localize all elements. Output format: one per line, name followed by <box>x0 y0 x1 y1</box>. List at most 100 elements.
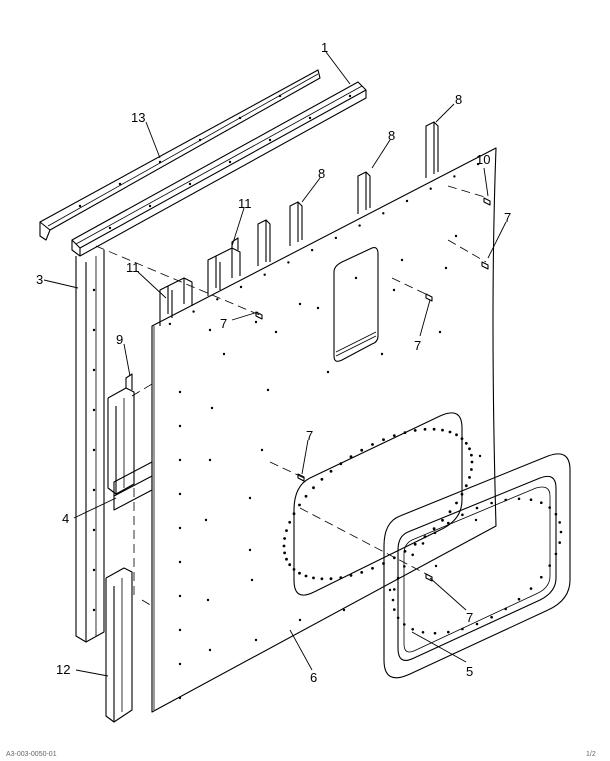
rivet-hole <box>461 627 464 631</box>
rivet-hole <box>349 455 353 459</box>
rivet-hole <box>393 588 396 591</box>
rivet-hole <box>178 628 182 632</box>
rivet-hole <box>448 510 452 514</box>
rivet-hole <box>178 390 182 394</box>
rivet-hole <box>339 462 343 466</box>
rivet-hole <box>517 597 521 601</box>
rivet-hole <box>470 468 473 471</box>
rivet-hole <box>239 285 243 289</box>
rivet-hole <box>178 696 182 700</box>
rivet-hole <box>192 310 195 313</box>
rivet-hole <box>403 431 407 434</box>
callout-7-upper-right: 7 <box>504 210 511 225</box>
rivet-hole <box>529 587 533 590</box>
rivet-hole <box>474 518 478 522</box>
figure-id: A3-003-0050-01 <box>6 751 57 758</box>
panel-rivet-pattern <box>168 162 482 700</box>
rivet-hole <box>263 273 266 276</box>
rivet-hole <box>371 443 374 446</box>
rivet-hole <box>285 529 288 532</box>
part-5-window-frame <box>383 453 571 679</box>
rivet-hole <box>517 497 521 501</box>
rivet-hole <box>358 224 361 227</box>
rivet-hole <box>558 541 561 544</box>
callout-11-upper: 11 <box>238 196 252 211</box>
part-11-stiffener-right <box>207 237 241 296</box>
rivet-hole <box>434 564 438 568</box>
rivet-hole <box>282 544 286 548</box>
rivet-hole <box>559 530 563 534</box>
rivet-hole <box>329 469 333 473</box>
rivet-hole <box>490 501 493 505</box>
rivet-hole <box>460 492 464 496</box>
rivet-hole <box>476 162 480 166</box>
callout-6: 6 <box>310 670 317 685</box>
rivet-hole <box>504 607 508 611</box>
rivet-hole <box>464 484 468 488</box>
rivet-hole <box>423 427 427 431</box>
callout-13: 13 <box>131 110 145 125</box>
rivet-hole <box>178 594 182 598</box>
rivet-hole <box>396 576 400 580</box>
rivet-hole <box>468 476 471 479</box>
rivet-hole <box>441 518 444 522</box>
rivet-hole <box>455 501 458 505</box>
rivet-hole <box>312 576 315 580</box>
rivet-hole <box>360 448 364 452</box>
rivet-hole <box>447 521 450 525</box>
rivet-hole <box>342 608 346 612</box>
rivet-hole <box>554 512 558 516</box>
callout-7-center: 7 <box>414 338 421 353</box>
rivet-hole <box>178 560 182 564</box>
rivet-hole <box>540 575 543 579</box>
rivet-hole <box>421 542 425 545</box>
rivet-hole <box>475 506 479 510</box>
part-11-stiffener-left <box>159 277 193 326</box>
rivet-hole <box>411 553 415 557</box>
rivet-hole <box>320 577 324 581</box>
fasteners <box>255 197 491 582</box>
callout-1: 1 <box>321 40 328 55</box>
callout-3: 3 <box>36 272 43 287</box>
rivet-hole <box>216 298 219 301</box>
rivet-hole <box>298 302 302 306</box>
rivet-hole <box>393 608 396 611</box>
part-3-left-post <box>75 250 105 643</box>
rivet-hole <box>208 458 212 462</box>
rivet-hole <box>403 565 406 568</box>
rivet-hole <box>468 447 471 451</box>
rivet-hole <box>400 258 404 262</box>
rivet-hole <box>312 486 315 490</box>
part-8-clip-3 <box>425 121 439 178</box>
upper-window-cutout <box>333 247 379 362</box>
page-mark: 1/2 <box>586 751 596 758</box>
rivet-hole <box>455 433 458 437</box>
rivet-hole <box>433 631 437 635</box>
rivet-hole <box>329 577 333 581</box>
rivet-hole <box>548 506 551 509</box>
rivet-hole <box>222 352 226 356</box>
part-4-cross-channel <box>113 461 153 511</box>
rivet-hole <box>470 460 474 464</box>
rivet-hole <box>283 537 286 540</box>
callout-8-middle: 8 <box>388 128 395 143</box>
rivet-hole <box>392 434 396 437</box>
callout-9: 9 <box>116 332 123 347</box>
rivet-hole <box>478 454 482 458</box>
rivet-hole <box>354 276 358 280</box>
rivet-hole <box>178 492 182 496</box>
rivet-hole <box>470 453 473 457</box>
rivet-hole <box>274 330 278 334</box>
rivet-hole <box>453 175 456 178</box>
part-9-vertical-channel <box>107 373 135 495</box>
rivet-hole <box>475 622 479 626</box>
rivet-hole <box>396 616 400 620</box>
rivet-hole <box>413 542 417 546</box>
rivet-hole <box>382 438 385 442</box>
callout-labels: 1 13 8 8 8 10 7 11 3 11 7 7 9 7 4 7 12 6… <box>36 40 511 685</box>
rivet-hole <box>380 352 384 356</box>
rivet-hole <box>371 566 374 570</box>
rivet-hole <box>433 531 437 535</box>
rivet-hole <box>461 513 464 517</box>
rivet-hole <box>554 552 558 556</box>
